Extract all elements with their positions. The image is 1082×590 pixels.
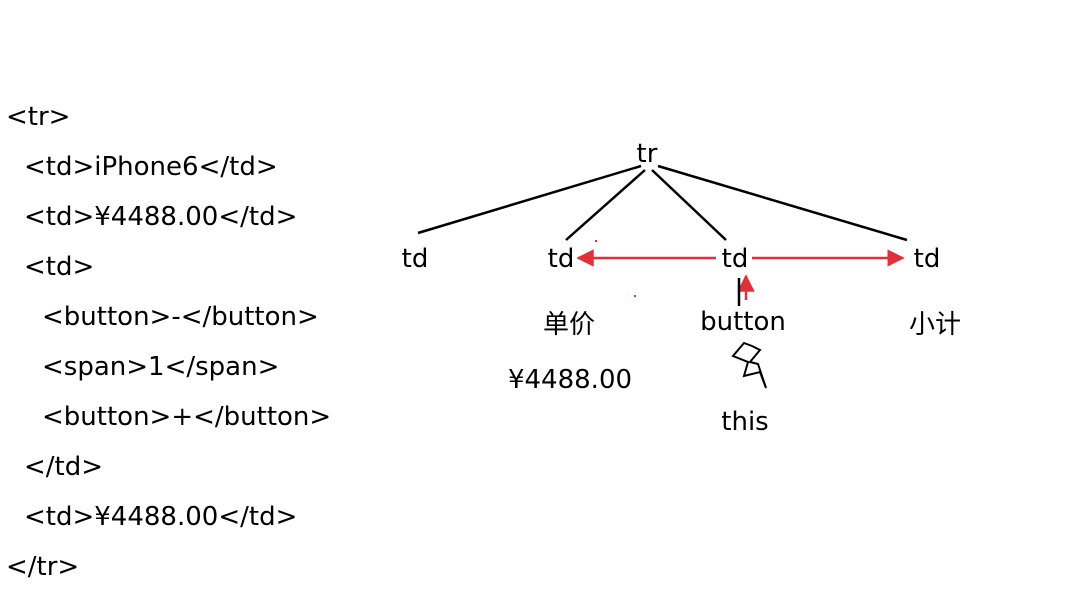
- lightning-icon: [731, 341, 767, 389]
- this-label: this: [721, 407, 768, 437]
- code-line: <td>: [24, 252, 95, 282]
- edge-tr-td3: [651, 169, 727, 241]
- edge-tr-td4: [657, 164, 908, 242]
- edge-tr-td2: [565, 169, 646, 241]
- node-td-price: td: [548, 244, 575, 274]
- edge-tr-td1: [417, 164, 642, 235]
- code-line: </td>: [24, 452, 104, 482]
- stray-dot: [595, 240, 597, 242]
- node-td-quantity: td: [722, 244, 749, 274]
- code-line: <tr>: [6, 102, 71, 132]
- node-td-name: td: [402, 244, 429, 274]
- stray-dot: [634, 295, 636, 297]
- unit-price-header: 单价: [543, 310, 595, 340]
- html-code-listing: <tr> <td>iPhone6</td> <td>¥4488.00</td> …: [0, 0, 380, 590]
- node-td-subtotal: td: [914, 244, 941, 274]
- tree-edges: [417, 164, 908, 242]
- node-tr: tr: [637, 139, 658, 169]
- unit-price-value: ¥4488.00: [508, 365, 632, 395]
- code-line: <td>¥4488.00</td>: [24, 502, 298, 532]
- code-line: </tr>: [6, 552, 80, 582]
- node-button: button: [700, 307, 786, 337]
- code-line: <span>1</span>: [42, 352, 280, 382]
- code-line: <button>+</button>: [42, 402, 332, 432]
- code-line: <td>iPhone6</td>: [24, 152, 278, 182]
- code-line: <td>¥4488.00</td>: [24, 202, 298, 232]
- sibling-arrows: [576, 240, 905, 300]
- subtotal-label: 小计: [909, 310, 961, 340]
- code-line: <button>-</button>: [42, 302, 319, 332]
